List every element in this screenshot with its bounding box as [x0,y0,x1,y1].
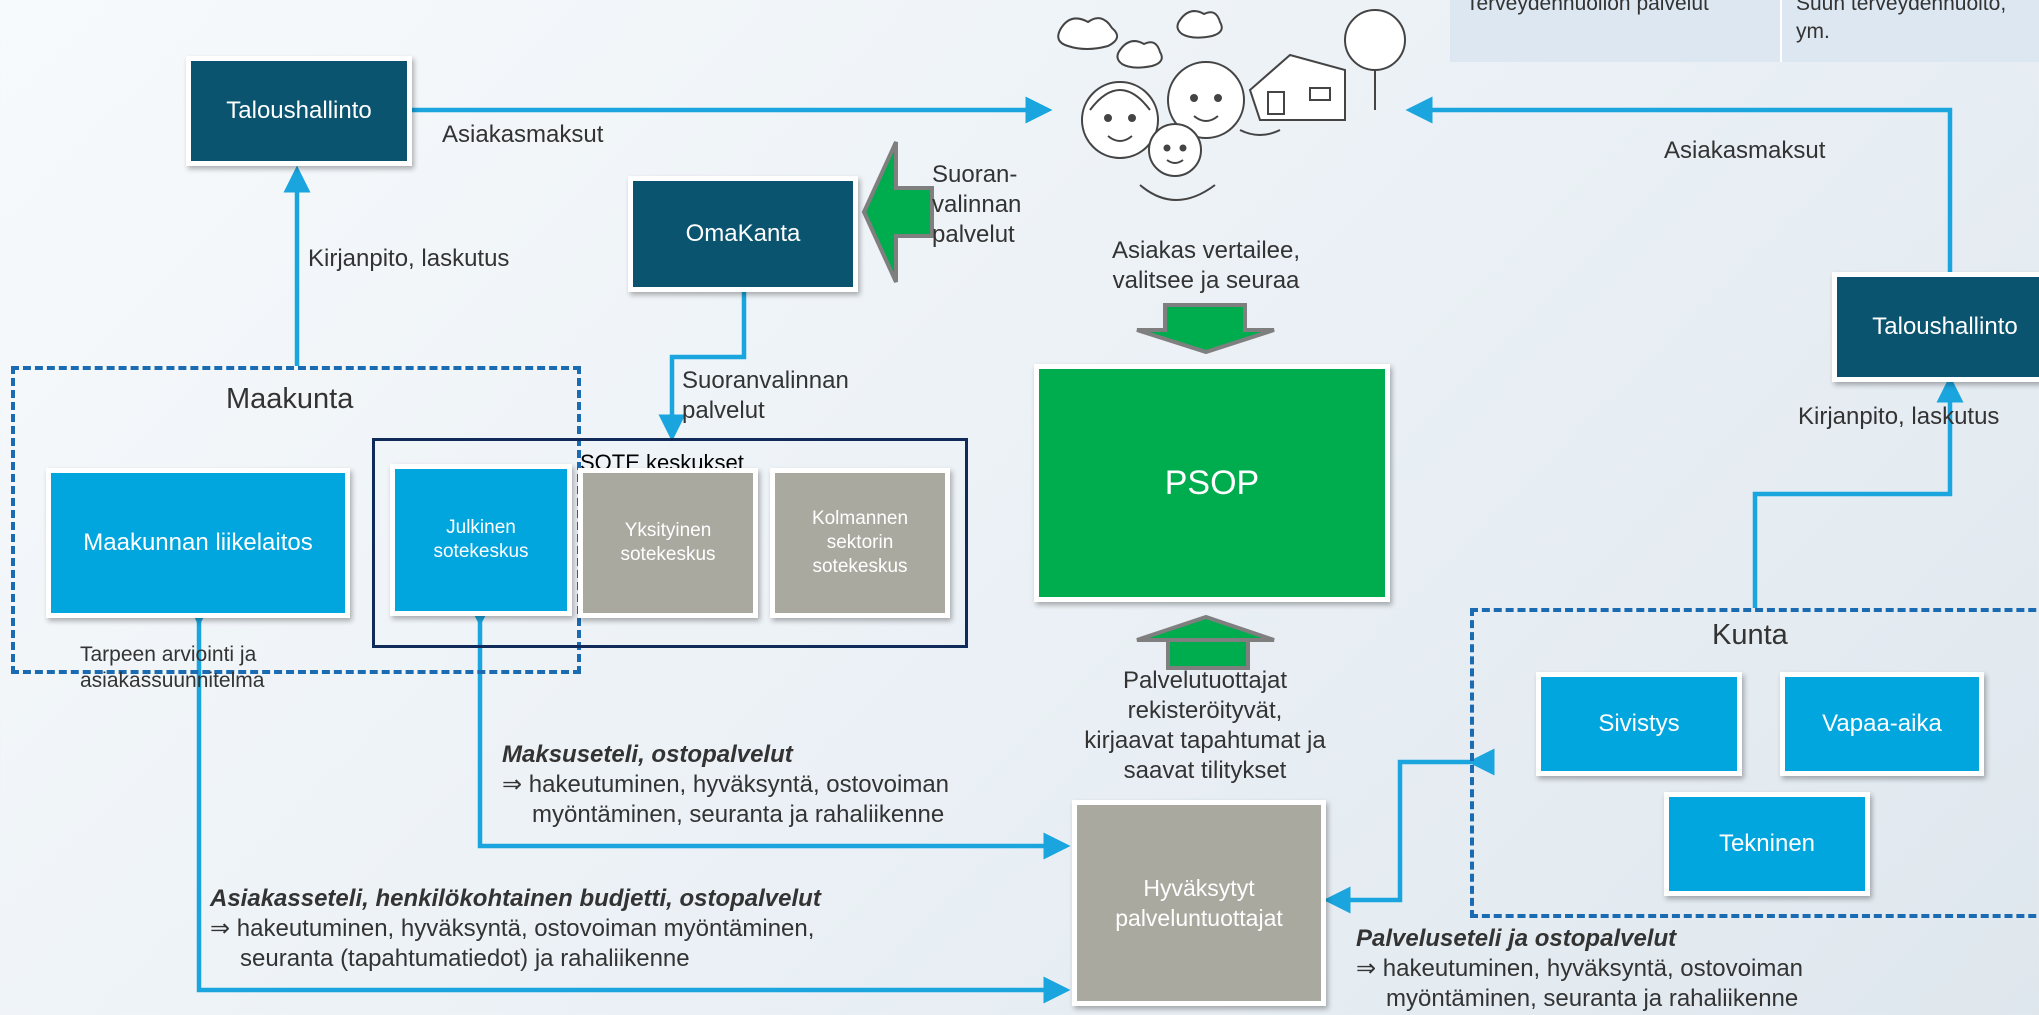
asiakasseteli-line1: ⇒ hakeutuminen, hyväksyntä, ostovoiman m… [210,915,815,942]
kolmannen-sektorin-sotekeskus-box: Kolmannen sektorin sotekeskus [770,468,950,618]
suoranvalinnan-side-line2: valinnan [932,191,1022,218]
julkinen-line1: Julkinen [446,517,516,538]
hyvaksytyt-line1: Hyväksytyt [1143,875,1255,901]
arrow-asiakasmaksut-right [1405,96,1953,272]
suoranvalinnan-mid-line1: Suoranvalinnan [682,367,849,394]
arrow-suoranvalinnan [658,269,758,442]
asiakasmaksut-left-label: Asiakasmaksut [442,121,604,148]
maksuseteli-note: Maksuseteli, ostopalvelut ⇒ hakeutuminen… [502,740,949,830]
green-block-arrow-down [1136,303,1275,355]
kolmannen-line1: Kolmannen [811,508,909,529]
suoranvalinnan-side-line1: Suoran- [932,161,1018,188]
tarpeen-arviointi-label: Tarpeen arviointi ja asiakassuunnitelma [80,642,264,694]
palveluseteli-title: Palveluseteli ja ostopalvelut [1356,925,1677,952]
asiakas-vertailee-line2: valitsee ja seuraa [1112,267,1300,294]
hyvaksytyt-line2: palveluntuottajat [1115,905,1283,931]
kunta-title: Kunta [1712,619,1788,651]
table-divider [1780,0,1782,62]
maakunta-title: Maakunta [226,383,354,415]
maakunnan-liikelaitos-box: Maakunnan liikelaitos [46,468,350,618]
suoranvalinnan-side-line3: palvelut [932,221,1015,248]
taloushallinto-right-box: Taloushallinto [1832,272,2039,382]
asiakasseteli-note: Asiakasseteli, henkilökohtainen budjetti… [210,884,821,974]
table-cell-right-line1: Suun terveydenhuolto, [1796,0,2007,15]
maksuseteli-title: Maksuseteli, ostopalvelut [502,741,793,768]
tekninen-box: Tekninen [1664,792,1870,896]
suoranvalinnan-side-label: Suoran- valinnan palvelut [932,160,1021,250]
sivistys-box: Sivistys [1536,672,1742,776]
psop-box: PSOP [1034,364,1390,602]
asiakasmaksut-right-label: Asiakasmaksut [1664,137,1826,164]
table-cell-right-line2: ym. [1796,20,1830,43]
arrow-palveluseteli [1323,748,1495,914]
palvelutuottajat-line3: kirjaavat tapahtumat ja [1084,727,1326,754]
tarpeen-arviointi-line1: Tarpeen arviointi ja [80,643,257,666]
kolmannen-line3: sotekeskus [812,556,908,577]
palvelutuottajat-line1: Palvelutuottajat [1122,667,1288,694]
palvelutuottajat-line4: saavat tilitykset [1123,757,1287,784]
arrow-kirjanpito-right [1752,375,1964,608]
palveluseteli-line2: myöntäminen, seuranta ja rahaliikenne [1386,985,1799,1012]
taloushallinto-left-box: Taloushallinto [186,56,412,166]
arrow-asiakasseteli [185,599,1071,1004]
table-fragment: Terveydenhuollon palvelut Suun terveyden… [1450,0,2039,62]
palveluseteli-note: Palveluseteli ja ostopalvelut ⇒ hakeutum… [1356,924,1803,1014]
kirjanpito-left-label: Kirjanpito, laskutus [308,245,510,272]
palveluseteli-line1: ⇒ hakeutuminen, hyväksyntä, ostovoiman [1356,955,1804,982]
sote-frame [372,438,968,648]
kunta-frame [1470,608,2039,918]
table-cell-left: Terveydenhuollon palvelut [1466,0,1709,15]
suoranvalinnan-mid-label: Suoranvalinnan palvelut [682,366,849,426]
asiakas-vertailee-label: Asiakas vertailee, valitsee ja seuraa [1086,236,1326,296]
omakanta-box: OmaKanta [628,176,858,292]
julkinen-sotekeskus-box: Julkinen sotekeskus [390,464,572,616]
kirjanpito-right-label: Kirjanpito, laskutus [1798,403,2000,430]
hyvaksytyt-palveluntuottajat-box: Hyväksytyt palveluntuottajat [1072,800,1326,1006]
asiakas-vertailee-line1: Asiakas vertailee, [1111,237,1301,264]
palvelutuottajat-line2: rekisteröityvät, [1127,697,1283,724]
yksityinen-line2: sotekeskus [620,544,716,565]
vapaa-aika-box: Vapaa-aika [1780,672,1984,776]
kolmannen-line2: sektorin [826,532,894,553]
yksityinen-line1: Yksityinen [624,520,712,541]
asiakasseteli-title: Asiakasseteli, henkilökohtainen budjetti… [210,885,821,912]
family-house-illustration [1057,9,1406,201]
maksuseteli-line1: ⇒ hakeutuminen, hyväksyntä, ostovoiman [502,771,950,798]
suoranvalinnan-mid-line2: palvelut [682,397,765,424]
palvelutuottajat-label: Palvelutuottajat rekisteröityvät, kirjaa… [1060,666,1350,786]
green-block-arrow-left [861,141,934,283]
yksityinen-sotekeskus-box: Yksityinen sotekeskus [578,468,758,618]
julkinen-line2: sotekeskus [433,541,529,562]
maksuseteli-line2: myöntäminen, seuranta ja rahaliikenne [532,801,945,828]
asiakasseteli-line2: seuranta (tapahtumatiedot) ja rahaliiken… [240,945,690,972]
green-block-arrow-up [1136,614,1275,670]
tarpeen-arviointi-line2: asiakassuunnitelma [80,669,265,692]
